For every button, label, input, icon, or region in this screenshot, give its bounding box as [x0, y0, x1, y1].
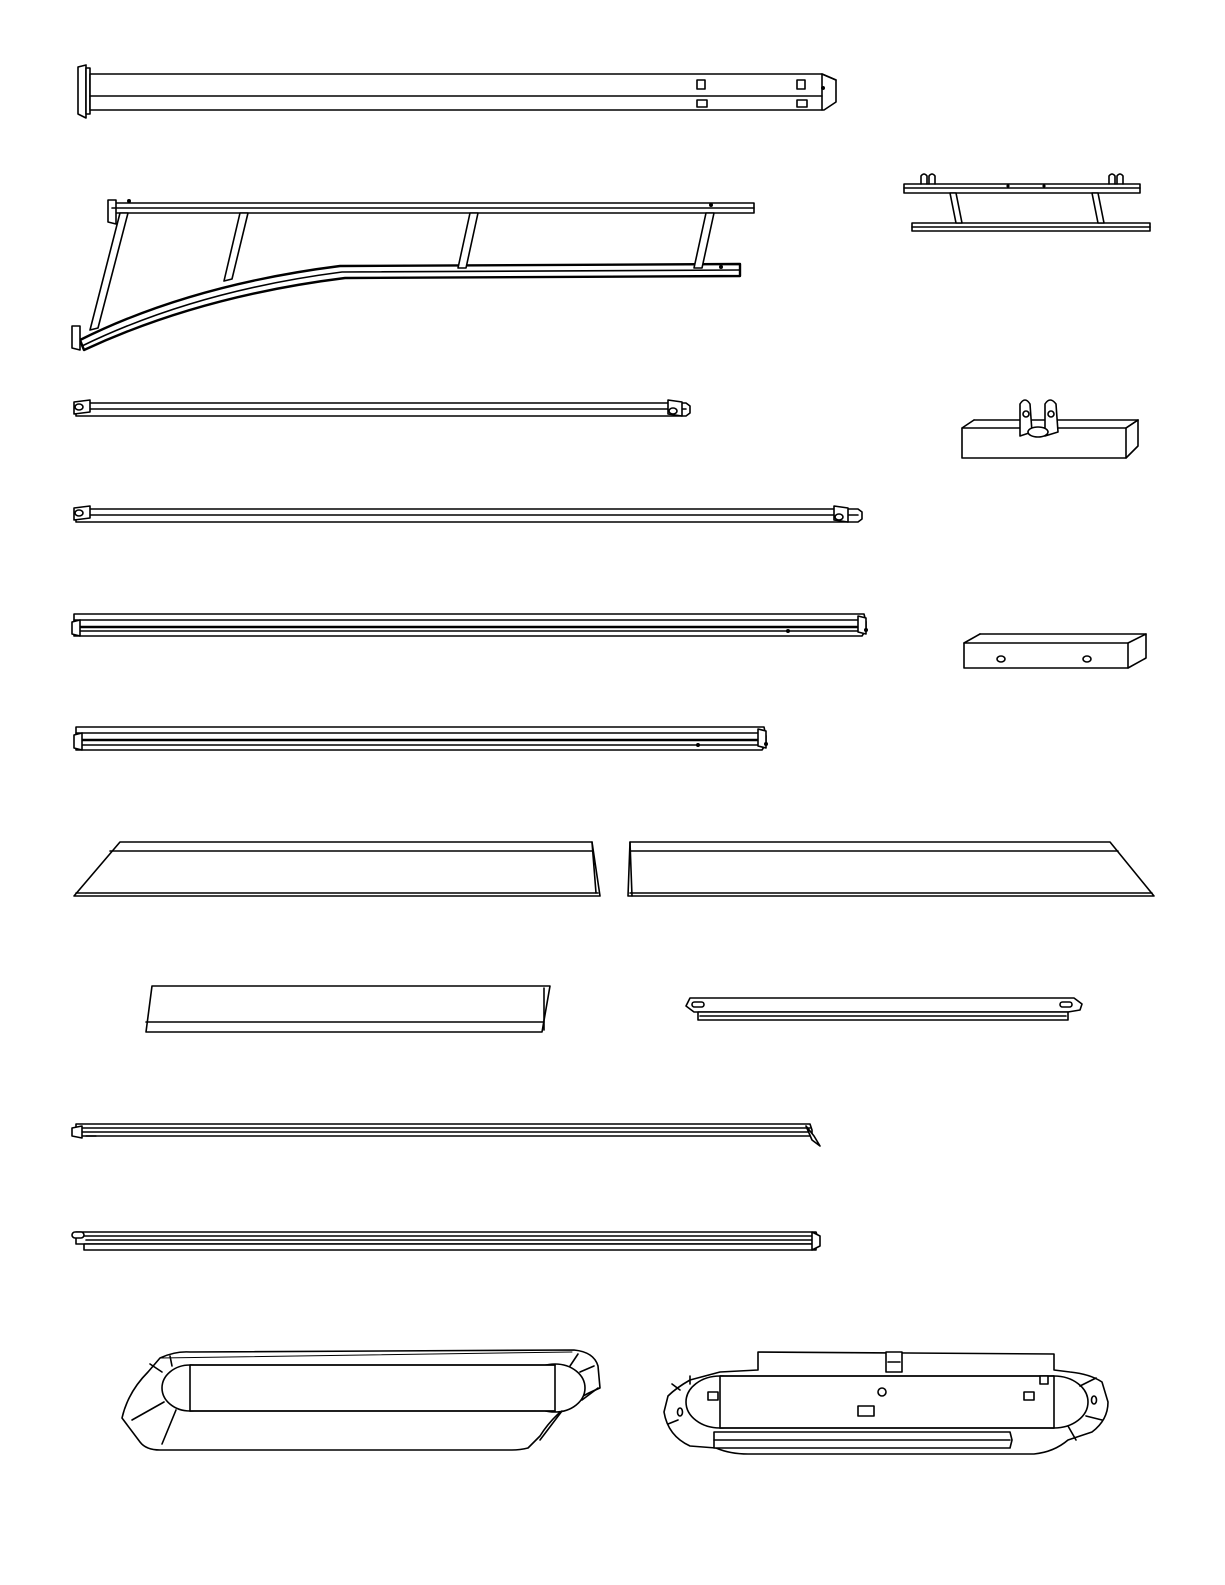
curved-side-frame-ladder: [72, 199, 754, 350]
oval-base-tray: [664, 1352, 1108, 1454]
thin-channel-rail-b: [72, 1232, 820, 1250]
short-tube-bar: [74, 400, 690, 416]
square-tube-with-holes: [964, 634, 1146, 668]
bracket-tube-block: [962, 400, 1138, 458]
trapezoid-panel-right: [628, 842, 1154, 896]
slotted-strip: [686, 998, 1082, 1020]
oval-cover-top: [122, 1350, 600, 1450]
long-rail-channel-b: [74, 727, 768, 750]
trapezoid-panel-left: [74, 842, 600, 896]
small-ladder-frame: [904, 174, 1150, 231]
long-tube-bar: [74, 506, 862, 522]
thin-channel-rail-a: [72, 1124, 820, 1146]
long-rail-channel-a: [72, 614, 868, 636]
flat-plate-panel: [146, 986, 550, 1032]
long-square-post-with-base-plate: [78, 65, 836, 118]
